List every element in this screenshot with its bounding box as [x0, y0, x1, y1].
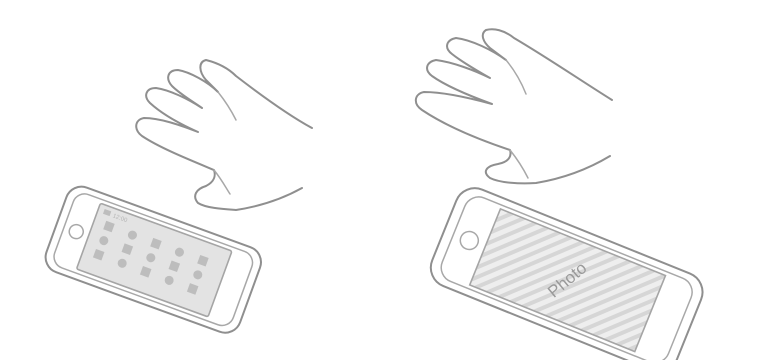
- right-hand: [416, 29, 612, 183]
- left-hand: [136, 60, 312, 210]
- right-phone: Photo: [425, 182, 709, 360]
- left-hand-outline: [136, 60, 312, 210]
- right-hand-outline: [416, 29, 612, 183]
